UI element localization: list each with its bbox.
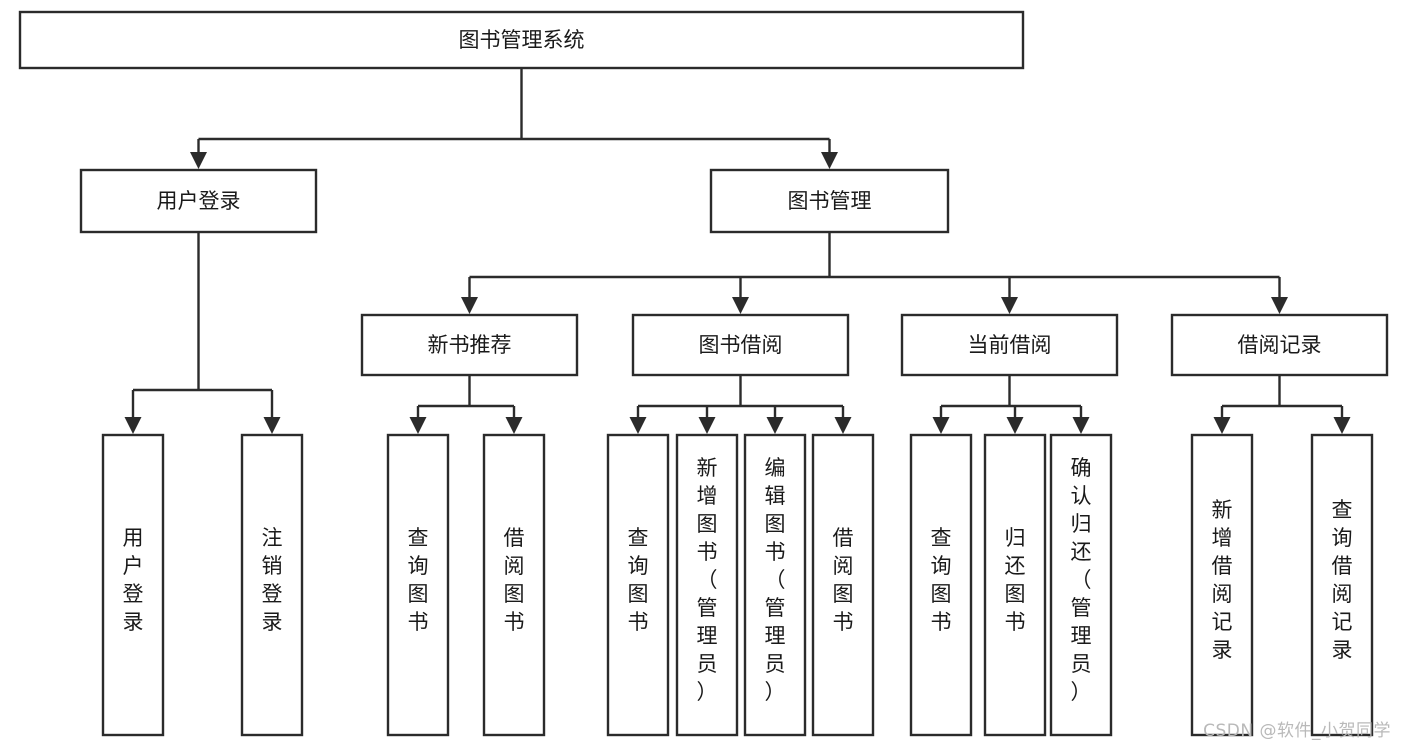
node-leaf-query-book-cur[interactable]: 查询图书 xyxy=(909,433,973,737)
node-label: 图书管理 xyxy=(788,189,872,213)
node-user-login[interactable]: 用户登录 xyxy=(79,168,318,234)
node-new-book-rec[interactable]: 新书推荐 xyxy=(360,313,579,377)
node-label: 查询图书 xyxy=(628,526,649,634)
node-label: 归还图书 xyxy=(1005,526,1026,634)
node-label: 新增借阅记录 xyxy=(1212,498,1233,662)
connector-group-book-borrow xyxy=(629,375,852,434)
arrow-head-icon xyxy=(124,417,142,434)
node-label: 查询借阅记录 xyxy=(1332,498,1353,662)
arrow-head-icon xyxy=(263,417,281,434)
arrow-head-icon xyxy=(834,417,852,434)
node-label: 当前借阅 xyxy=(968,333,1052,357)
node-box xyxy=(79,168,318,234)
node-label: 新书推荐 xyxy=(428,333,512,357)
node-leaf-query-book-borrow[interactable]: 查询图书 xyxy=(606,433,670,737)
arrow-head-icon xyxy=(1271,297,1288,314)
connector-group-new-book-rec xyxy=(409,375,523,434)
connector-group-book-manage xyxy=(461,232,1288,314)
node-book-manage[interactable]: 图书管理 xyxy=(709,168,950,234)
node-leaf-confirm-return[interactable]: 确认归还（管理员） xyxy=(1049,433,1113,737)
node-label: 借阅记录 xyxy=(1238,333,1322,357)
node-current-borrow[interactable]: 当前借阅 xyxy=(900,313,1119,377)
node-label: 用户登录 xyxy=(123,526,144,634)
arrow-head-icon xyxy=(766,417,784,434)
node-box xyxy=(386,433,450,737)
node-box xyxy=(709,168,950,234)
arrow-head-icon xyxy=(1213,417,1231,434)
node-box xyxy=(909,433,973,737)
node-leaf-add-book[interactable]: 新增图书（管理员） xyxy=(675,433,739,737)
node-label: 注销登录 xyxy=(262,526,283,634)
nodes-layer: 图书管理系统用户登录图书管理新书推荐图书借阅当前借阅借阅记录用户登录注销登录查询… xyxy=(18,10,1389,737)
node-box xyxy=(811,433,875,737)
arrow-head-icon xyxy=(698,417,716,434)
arrow-head-icon xyxy=(1001,297,1018,314)
node-leaf-user-login[interactable]: 用户登录 xyxy=(101,433,165,737)
node-leaf-query-book-rec[interactable]: 查询图书 xyxy=(386,433,450,737)
arrow-head-icon xyxy=(732,297,749,314)
node-box xyxy=(743,433,807,737)
node-box xyxy=(18,10,1025,70)
connector-group-current-borrow xyxy=(932,375,1090,434)
node-label: 图书借阅 xyxy=(699,333,783,357)
node-book-borrow[interactable]: 图书借阅 xyxy=(631,313,850,377)
node-leaf-return-book[interactable]: 归还图书 xyxy=(983,433,1047,737)
arrow-head-icon xyxy=(409,417,427,434)
node-box xyxy=(631,313,850,377)
node-box xyxy=(240,433,304,737)
node-box xyxy=(900,313,1119,377)
arrow-head-icon xyxy=(1006,417,1024,434)
node-box xyxy=(1049,433,1113,737)
node-box xyxy=(482,433,546,737)
node-label: 确认归还（管理员） xyxy=(1071,456,1092,704)
node-label: 新增图书（管理员） xyxy=(697,456,718,704)
arrow-head-icon xyxy=(821,152,838,169)
connectors-layer xyxy=(124,68,1351,434)
node-label: 编辑图书（管理员） xyxy=(765,456,786,704)
node-label: 用户登录 xyxy=(157,189,241,213)
arrow-head-icon xyxy=(505,417,523,434)
node-label: 借阅图书 xyxy=(833,526,854,634)
node-box xyxy=(675,433,739,737)
node-leaf-query-record[interactable]: 查询借阅记录 xyxy=(1310,433,1374,737)
node-box xyxy=(606,433,670,737)
node-label: 图书管理系统 xyxy=(459,28,585,52)
node-label: 借阅图书 xyxy=(504,526,525,634)
arrow-head-icon xyxy=(629,417,647,434)
arrow-head-icon xyxy=(190,152,207,169)
arrow-head-icon xyxy=(1333,417,1351,434)
node-leaf-logout[interactable]: 注销登录 xyxy=(240,433,304,737)
node-leaf-borrow-book-rec[interactable]: 借阅图书 xyxy=(482,433,546,737)
connector-group-root xyxy=(190,68,838,169)
arrow-head-icon xyxy=(461,297,478,314)
node-box xyxy=(983,433,1047,737)
node-leaf-borrow-book[interactable]: 借阅图书 xyxy=(811,433,875,737)
node-box xyxy=(1170,313,1389,377)
node-label: 查询图书 xyxy=(408,526,429,634)
arrow-head-icon xyxy=(932,417,950,434)
node-box xyxy=(1190,433,1254,737)
node-label: 查询图书 xyxy=(931,526,952,634)
node-box xyxy=(101,433,165,737)
node-leaf-add-record[interactable]: 新增借阅记录 xyxy=(1190,433,1254,737)
arrow-head-icon xyxy=(1072,417,1090,434)
node-box xyxy=(360,313,579,377)
node-leaf-edit-book[interactable]: 编辑图书（管理员） xyxy=(743,433,807,737)
node-root[interactable]: 图书管理系统 xyxy=(18,10,1025,70)
connector-group-borrow-record xyxy=(1213,375,1351,434)
connector-group-user-login xyxy=(124,232,281,434)
node-box xyxy=(1310,433,1374,737)
node-borrow-record[interactable]: 借阅记录 xyxy=(1170,313,1389,377)
